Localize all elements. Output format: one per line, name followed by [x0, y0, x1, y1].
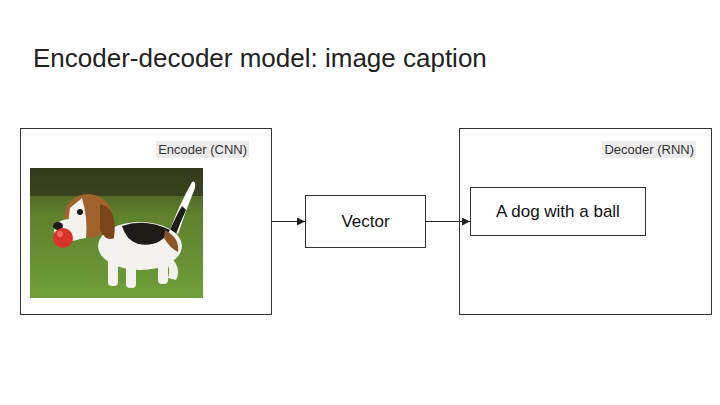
- text-holder: A dog with a ball: [471, 188, 645, 235]
- box-text: A dog with a ball: [496, 202, 620, 222]
- box-heading: Encoder (CNN): [156, 141, 249, 158]
- text-box: A dog with a ball: [470, 187, 646, 236]
- model-box: Decoder (RNN) A dog with a ball: [459, 128, 712, 315]
- box-heading: Decoder (RNN): [602, 141, 696, 158]
- text-box: Vector: [305, 195, 426, 248]
- model-box: Encoder (CNN): [20, 128, 272, 315]
- text-holder: Vector: [306, 196, 425, 247]
- arrow-connector: [426, 221, 470, 222]
- box-text: Vector: [341, 212, 389, 232]
- dog-photo: [30, 168, 203, 298]
- arrow-connector: [272, 221, 305, 222]
- diagram-title: Encoder-decoder model: image caption: [33, 43, 487, 74]
